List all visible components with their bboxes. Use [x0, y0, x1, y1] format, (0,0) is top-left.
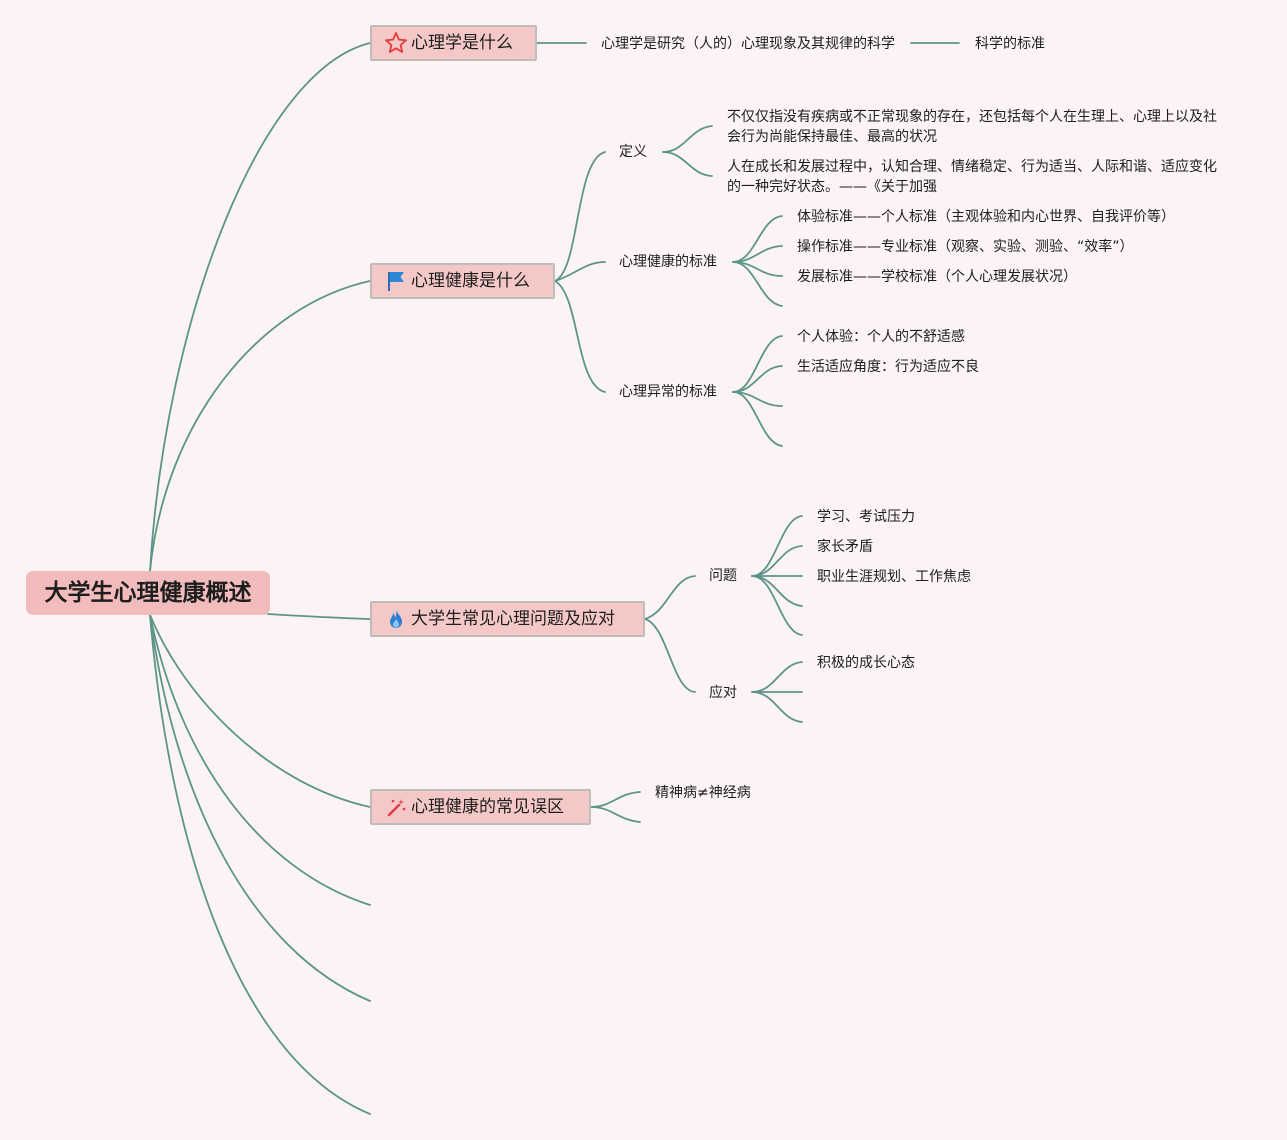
topic-what-is-psychology[interactable]: 心理学是什么: [370, 25, 537, 61]
edge-cope-3: [751, 691, 803, 723]
topic-what-is-mental-health[interactable]: 心理健康是什么: [370, 263, 555, 299]
node-misconception-item-1[interactable]: 精神病≠神经病: [655, 785, 751, 801]
node-definition-item-1[interactable]: 不仅仅指没有疾病或不正常现象的存在，还包括每个人在生理上、心理上以及社会行为尚能…: [727, 109, 1217, 145]
node-science-standard[interactable]: 科学的标准: [975, 36, 1045, 52]
node-definition-item-2[interactable]: 人在成长和发展过程中，认知合理、情绪稳定、行为适当、人际和谐、适应变化的一种完好…: [727, 159, 1217, 195]
node-health-standards[interactable]: 心理健康的标准: [619, 254, 717, 270]
flame-icon: [384, 607, 408, 631]
edge-t3-g1: [644, 575, 696, 620]
magic-wand-icon: [384, 795, 408, 819]
edge-abn-4: [732, 391, 783, 447]
edge-prob-1: [751, 515, 803, 577]
edge-abn-2: [732, 365, 783, 393]
node-standard-item-1[interactable]: 体验标准——个人标准（主观体验和内心世界、自我评价等）: [797, 209, 1175, 225]
topic-label: 心理健康的常见误区: [411, 797, 564, 817]
edge-root-empty1: [149, 614, 371, 906]
flag-icon: [384, 269, 408, 293]
root-topic[interactable]: 大学生心理健康概述: [26, 571, 270, 615]
edge-std-4: [732, 261, 783, 307]
edge-cope-1: [751, 661, 803, 693]
edge-abn-1: [732, 335, 783, 393]
node-psychology-definition[interactable]: 心理学是研究（人的）心理现象及其规律的科学: [601, 36, 895, 52]
edge-def-2: [662, 151, 713, 177]
edge-prob-4: [751, 575, 803, 607]
edge-t2-g2: [554, 261, 606, 282]
edge-root-topic4: [149, 614, 371, 808]
node-coping[interactable]: 应对: [709, 685, 737, 701]
node-abnormal-item-1[interactable]: 个人体验：个人的不舒适感: [797, 329, 965, 345]
node-definition[interactable]: 定义: [619, 144, 647, 160]
topic-common-problems[interactable]: 大学生常见心理问题及应对: [370, 601, 645, 637]
edge-prob-5: [751, 575, 803, 636]
node-standard-item-3[interactable]: 发展标准——学校标准（个人心理发展状况）: [797, 269, 1077, 285]
edge-root-empty3: [149, 614, 371, 1115]
node-problem-item-2[interactable]: 家长矛盾: [817, 539, 873, 555]
node-problem-item-1[interactable]: 学习、考试压力: [817, 509, 915, 525]
edge-prob-2: [751, 545, 803, 577]
edge-root-empty2: [149, 614, 371, 1002]
edge-t3-g2: [644, 618, 696, 693]
node-standard-item-2[interactable]: 操作标准——专业标准（观察、实验、测验、“效率”）: [797, 239, 1134, 255]
topic-label: 心理学是什么: [411, 33, 513, 53]
topic-common-misconceptions[interactable]: 心理健康的常见误区: [370, 789, 591, 825]
node-problems[interactable]: 问题: [709, 568, 737, 584]
edge-t2-g1: [554, 151, 606, 282]
topic-label: 大学生常见心理问题及应对: [411, 609, 615, 629]
edge-root-topic1: [149, 42, 371, 572]
edge-root-topic2: [149, 280, 371, 572]
topic-label: 心理健康是什么: [411, 271, 530, 291]
node-abnormal-item-2[interactable]: 生活适应角度：行为适应不良: [797, 359, 979, 375]
star-icon: [384, 31, 408, 55]
edge-t4-1: [590, 791, 641, 808]
node-abnormal-standards[interactable]: 心理异常的标准: [619, 384, 717, 400]
edge-def-1: [662, 125, 713, 153]
edge-t4-2: [590, 806, 641, 823]
node-coping-item-1[interactable]: 积极的成长心态: [817, 655, 915, 671]
node-problem-item-3[interactable]: 职业生涯规划、工作焦虑: [817, 569, 971, 585]
edge-root-topic3: [267, 613, 371, 620]
edge-t2-g3: [554, 280, 606, 393]
